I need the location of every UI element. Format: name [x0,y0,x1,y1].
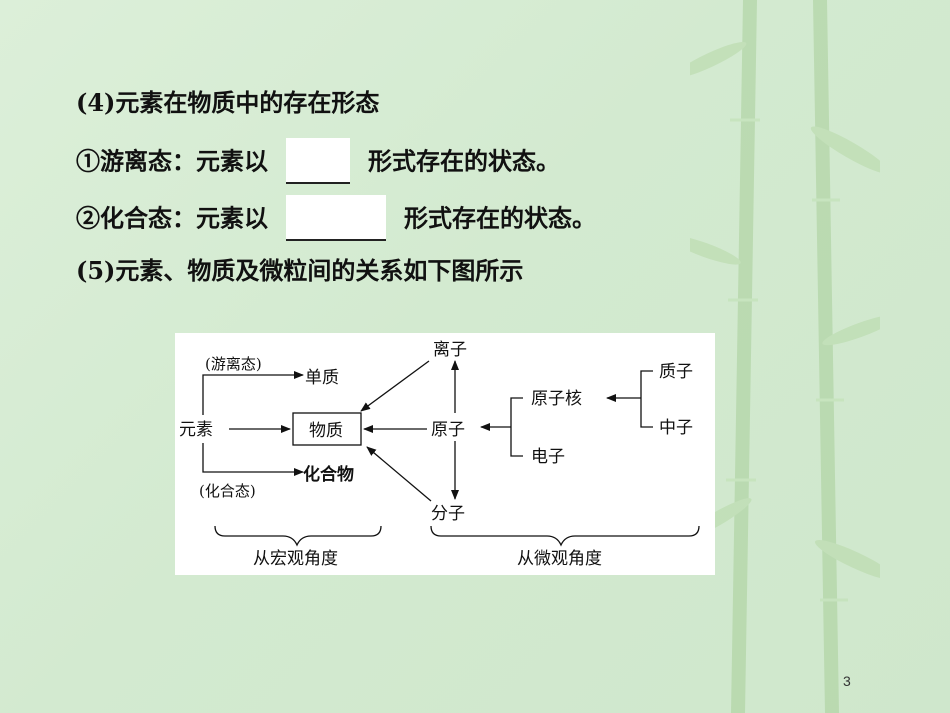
free-state-label: (游离态) [205,355,262,373]
arrow-element-to-simple-substance [202,371,304,415]
ion-label: 离子 [433,340,467,360]
macro-view-label: 从宏观角度 [253,549,338,569]
nucleus-components-bracket [640,370,653,428]
compound-label: 化合物 [303,464,354,485]
combined-state-line: ②化合态：元素以 形式存在的状态。 [76,195,596,243]
free-state-line: ①游离态：元素以 形式存在的状态。 [76,138,560,186]
atom-components-bracket [510,397,523,457]
proton-label: 质子 [659,362,693,382]
arrow-molecule-to-substance [366,446,432,502]
free-state-prefix: ①游离态：元素以 [76,146,268,176]
combined-state-prefix: ②化合态：元素以 [76,203,268,233]
micro-brace [430,525,700,547]
atom-label: 原子 [431,420,465,440]
electron-label: 电子 [531,447,565,467]
substance-label: 物质 [309,421,343,441]
arrow-ion-to-substance [360,360,430,412]
relationship-diagram-svg: (游离态) 单质 元素 物质 化合物 (化合态) 离子 原子 分子 原子核 电子… [179,340,700,569]
neutron-label: 中子 [659,418,693,438]
combined-state-blank[interactable] [286,195,386,241]
combined-state-label: (化合态) [199,482,256,500]
simple-substance-label: 单质 [305,368,339,388]
combined-state-suffix: 形式存在的状态。 [404,203,596,233]
bamboo-decoration [690,0,880,713]
section-4-heading: (4)元素在物质中的存在形态 [76,88,380,117]
element-label: 元素 [179,420,213,440]
arrow-element-to-compound [202,443,304,476]
page-number: 3 [843,673,851,689]
macro-brace [214,525,382,547]
molecule-label: 分子 [431,504,465,524]
free-state-blank[interactable] [286,138,350,184]
free-state-suffix: 形式存在的状态。 [368,146,560,176]
nucleus-label: 原子核 [531,389,582,409]
micro-view-label: 从微观角度 [517,549,602,569]
substance-box [292,412,362,446]
relationship-diagram: (游离态) 单质 元素 物质 化合物 (化合态) 离子 原子 分子 原子核 电子… [175,333,715,575]
section-5-heading: (5)元素、物质及微粒间的关系如下图所示 [76,256,524,285]
